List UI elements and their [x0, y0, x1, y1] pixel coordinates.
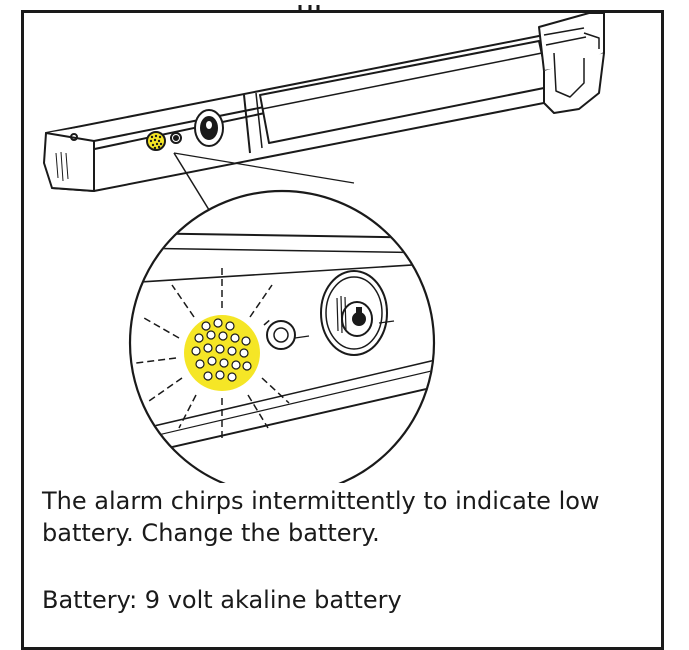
instruction-caption: The alarm chirps intermittently to indic… — [42, 487, 600, 547]
battery-spec: Battery: 9 volt akaline battery — [42, 586, 402, 614]
led-indicator-icon — [170, 132, 182, 144]
cylinder-label — [336, 295, 347, 334]
end-cap-label — [55, 151, 69, 182]
exit-device-illustration — [43, 13, 605, 483]
heading-fragment-glyphs — [298, 5, 320, 10]
key-cylinder-large — [320, 270, 395, 356]
alarm-speaker-icon — [146, 131, 166, 151]
heading-fragment — [0, 0, 689, 10]
instruction-panel: The alarm chirps intermittently to indic… — [21, 10, 664, 650]
